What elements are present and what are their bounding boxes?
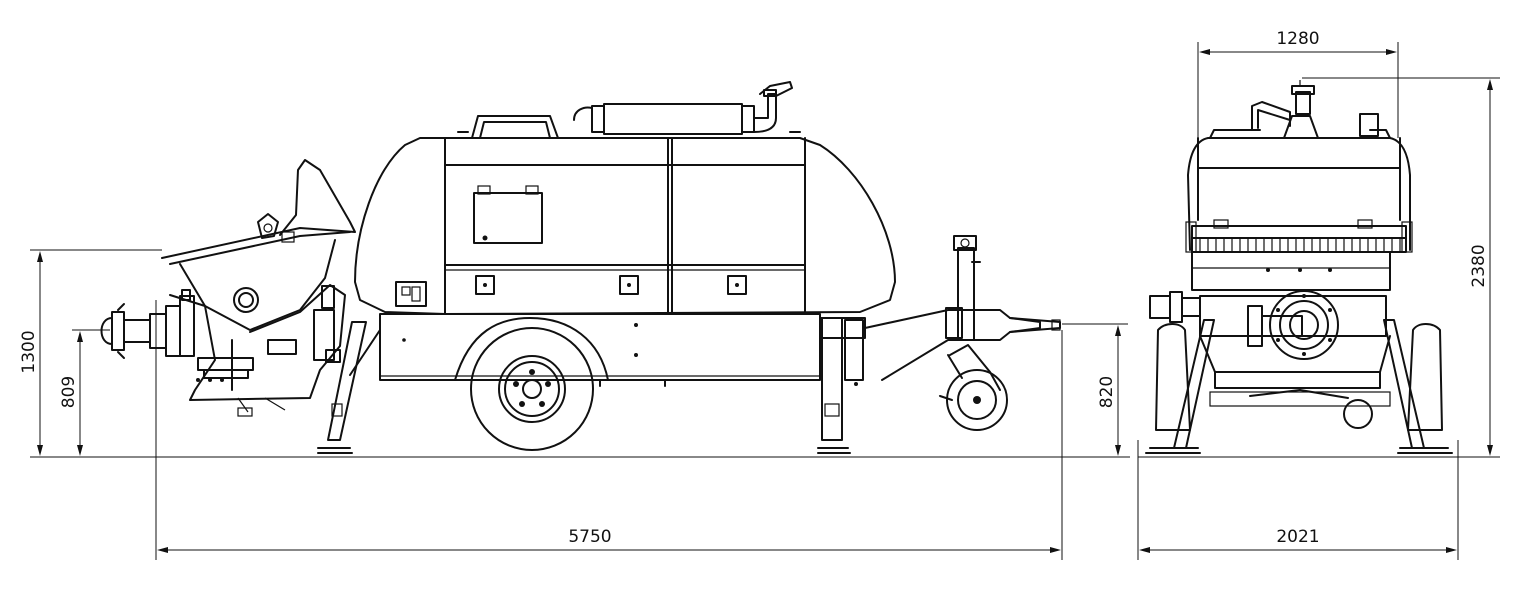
exhaust-muffler — [573, 81, 793, 135]
dimension-rear-height: 2380 — [1302, 77, 1500, 456]
dimension-2380-label: 2380 — [1469, 244, 1489, 287]
outlet-pipe — [100, 303, 181, 359]
dimension-820-label: 820 — [1097, 376, 1117, 408]
side-view: 1300 809 820 5750 — [19, 81, 1130, 560]
dimension-hitch-height: 820 — [1062, 323, 1128, 456]
roof-handles — [457, 115, 801, 139]
dimension-2021-label: 2021 — [1276, 527, 1319, 547]
support-leg-front — [817, 317, 864, 454]
rear-pump-flange — [1247, 290, 1339, 360]
tow-bar — [864, 307, 1061, 381]
rear-hood — [1187, 80, 1411, 251]
dimension-overall-height: 1300 — [19, 249, 162, 456]
dimension-outlet-height: 809 — [59, 329, 110, 456]
support-leg-rear — [317, 321, 381, 454]
rear-view: 1280 2380 2021 — [1137, 29, 1500, 560]
dimension-809-label: 809 — [59, 376, 79, 408]
dimension-top-width: 1280 — [1197, 29, 1399, 138]
jockey-wheel — [939, 235, 1008, 431]
concrete-hopper — [161, 159, 356, 331]
dimension-overall-length: 5750 — [155, 300, 1063, 560]
dimension-1300-label: 1300 — [19, 330, 39, 373]
dimension-5750-label: 5750 — [568, 527, 611, 547]
pump-unit — [169, 284, 346, 417]
road-wheel — [454, 317, 609, 451]
chassis-frame — [379, 313, 866, 387]
rear-legs — [1145, 319, 1453, 454]
rear-outlet — [1149, 291, 1201, 323]
dimension-overall-width: 2021 — [1137, 440, 1459, 560]
dimension-1280-label: 1280 — [1276, 29, 1319, 49]
engine-hood — [354, 137, 896, 315]
rear-hopper-grille — [1185, 219, 1413, 253]
